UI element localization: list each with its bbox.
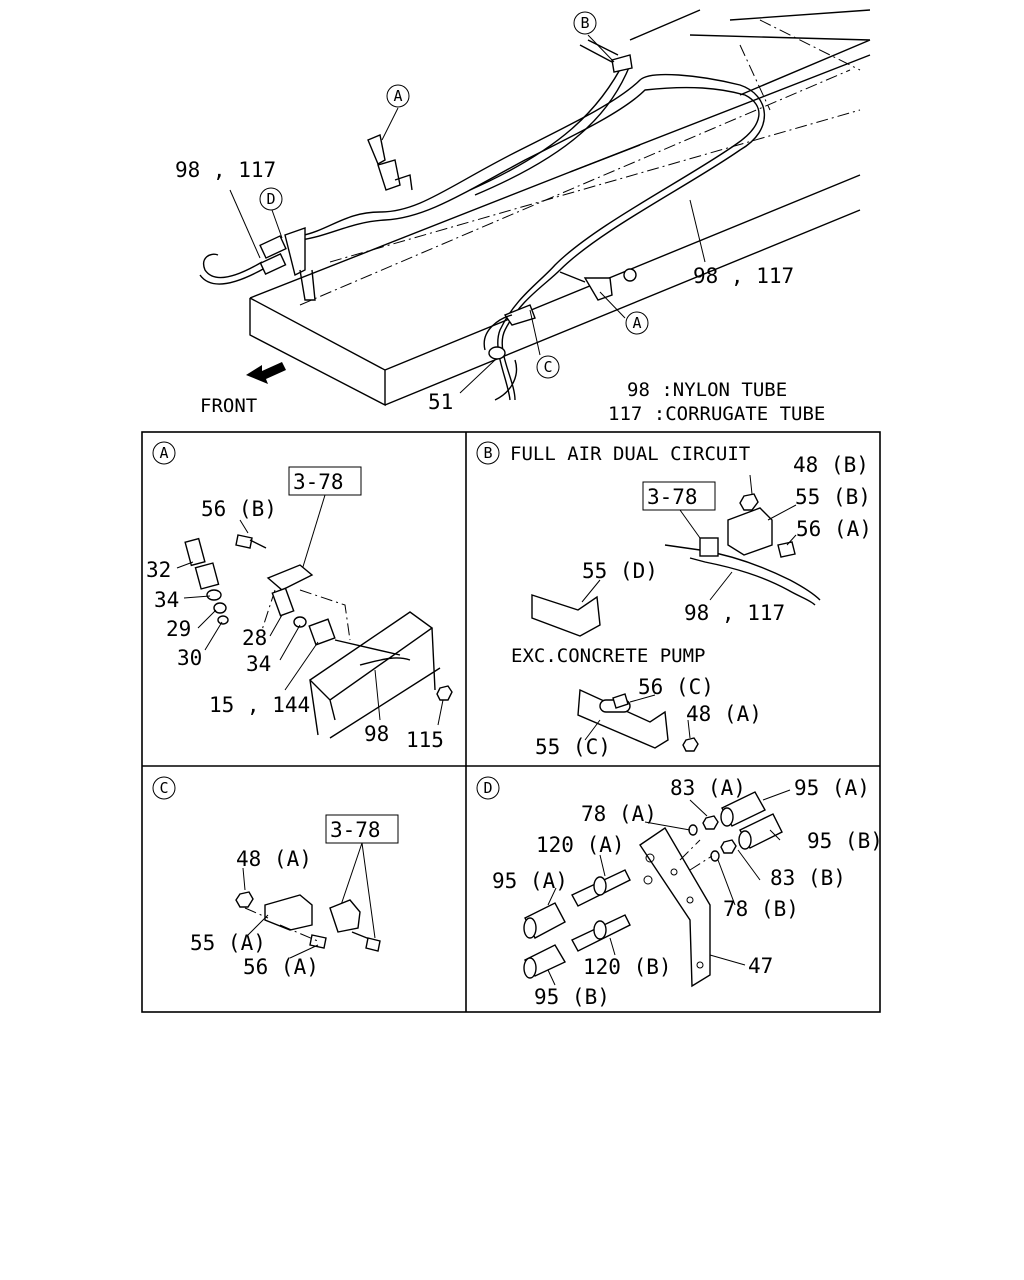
label-120b: 120 (B)	[583, 955, 672, 979]
panel-a-ref-box: 3-78	[293, 470, 344, 494]
label-28: 28	[242, 626, 267, 650]
panel-b: B FULL AIR DUAL CIRCUIT 3-78 48 (B) 55 (…	[476, 441, 872, 759]
label-55d: 55 (D)	[582, 559, 658, 583]
label-95a-right: 95 (A)	[794, 776, 870, 800]
label-83b: 83 (B)	[770, 866, 846, 890]
panel-d-letter: D	[483, 779, 492, 797]
panel-b-subtitle: EXC.CONCRETE PUMP	[511, 645, 705, 667]
label-55b: 55 (B)	[795, 485, 871, 509]
frame-rail	[249, 54, 871, 407]
panel-c-ref-box: 3-78	[330, 818, 381, 842]
label-tube-left: 98 , 117	[175, 158, 276, 182]
svg-text:C: C	[543, 358, 552, 376]
legend-corrugate-tube: 117 :CORRUGATE TUBE	[608, 403, 825, 425]
panel-a-letter: A	[159, 444, 168, 462]
label-56a: 56 (A)	[796, 517, 872, 541]
callout-a-top: A	[386, 84, 410, 108]
callout-b: B	[573, 11, 597, 35]
legend-nylon-tube: 98 :NYLON TUBE	[627, 379, 787, 401]
label-56c: 56 (C)	[638, 675, 714, 699]
label-95b-left: 95 (B)	[534, 985, 610, 1009]
label-15-144: 15 , 144	[209, 693, 310, 717]
label-78a: 78 (A)	[581, 802, 657, 826]
label-98: 98	[364, 722, 389, 746]
label-34-upper: 34	[154, 588, 179, 612]
callout-c: C	[536, 355, 560, 379]
svg-text:D: D	[266, 190, 275, 208]
label-56a: 56 (A)	[243, 955, 319, 979]
label-tube-right: 98 , 117	[693, 264, 794, 288]
label-grommet: 51	[428, 390, 453, 414]
label-55c: 55 (C)	[535, 735, 611, 759]
panel-grid	[141, 431, 881, 1013]
front-label: FRONT	[200, 395, 257, 417]
label-48a: 48 (A)	[686, 702, 762, 726]
panel-b-ref-box: 3-78	[647, 485, 698, 509]
panel-b-title: FULL AIR DUAL CIRCUIT	[510, 443, 750, 465]
callout-a-right: A	[625, 311, 649, 335]
svg-text:A: A	[393, 87, 402, 105]
corrugate-tube-left	[199, 253, 266, 285]
label-56b: 56 (B)	[201, 497, 277, 521]
label-78b: 78 (B)	[723, 897, 799, 921]
label-47: 47	[748, 954, 773, 978]
tube-run	[299, 73, 766, 401]
label-83a: 83 (A)	[670, 776, 746, 800]
label-95b-right: 95 (B)	[807, 829, 883, 853]
label-98-117: 98 , 117	[684, 601, 785, 625]
overview-illustration: FRONT A B D A C 98 , 117 98 , 117 51 98 …	[175, 9, 871, 425]
callout-d: D	[259, 187, 283, 211]
label-95a-left: 95 (A)	[492, 869, 568, 893]
svg-text:B: B	[580, 14, 589, 32]
label-30: 30	[177, 646, 202, 670]
label-48a: 48 (A)	[236, 847, 312, 871]
panel-c-letter: C	[159, 779, 168, 797]
svg-text:A: A	[632, 314, 641, 332]
label-48b: 48 (B)	[793, 453, 869, 477]
label-115: 115	[406, 728, 444, 752]
panel-b-letter: B	[483, 444, 492, 462]
label-32: 32	[146, 558, 171, 582]
panel-d: D 83 (A) 95 (A)	[476, 776, 883, 1009]
label-55a: 55 (A)	[190, 931, 266, 955]
panel-a: A 3-78 56 (B) 32 34 29 30 28 34 15 , 144	[146, 441, 453, 752]
label-120a: 120 (A)	[536, 833, 625, 857]
label-29: 29	[166, 617, 191, 641]
front-arrow-icon	[246, 362, 286, 384]
label-34-lower: 34	[246, 652, 271, 676]
panel-c: C 3-78 48 (A) 55 (A) 56 (A)	[152, 776, 399, 979]
